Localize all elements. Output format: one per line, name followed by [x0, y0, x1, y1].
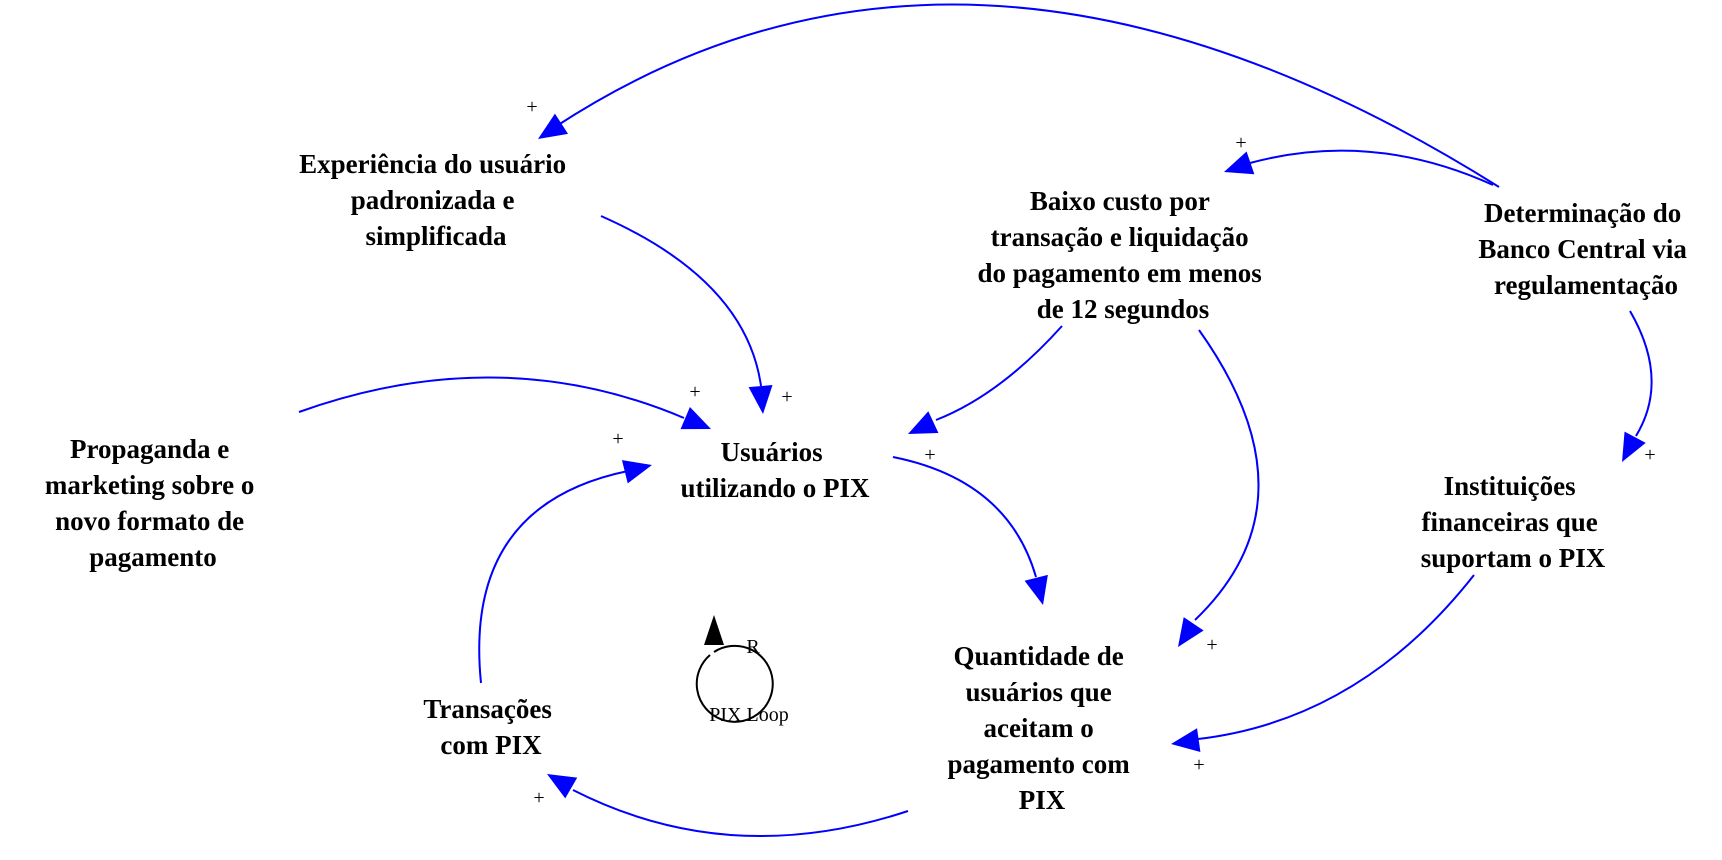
node-baixo-custo-line: de 12 segundos	[1037, 294, 1210, 324]
link-baixo-custo-quantidade[interactable]: +	[1168, 329, 1260, 656]
loop-type-label: R	[746, 636, 760, 658]
node-baixo-custo-line: Baixo custo por	[1030, 186, 1210, 216]
node-quantidade[interactable]: Quantidade de usuários que aceitam o pag…	[948, 641, 1137, 815]
node-determinacao[interactable]: Determinação do Banco Central via regula…	[1478, 198, 1693, 300]
polarity-label: +	[612, 428, 623, 450]
link-baixo-custo-usuarios[interactable]	[903, 325, 1063, 445]
link-quantidade-transacoes[interactable]: +	[533, 764, 909, 838]
node-transacoes-line: Transações	[423, 694, 552, 724]
loop-arrowhead-icon	[704, 615, 724, 645]
polarity-label: +	[1193, 754, 1204, 776]
link-propaganda-usuarios[interactable]: +	[298, 376, 716, 440]
link-experiencia-usuarios[interactable]: +	[600, 215, 793, 415]
node-baixo-custo-line: transação e liquidação	[991, 222, 1249, 252]
node-quantidade-line: Quantidade de	[953, 641, 1123, 671]
loop-arrow-icon	[695, 644, 774, 723]
node-instituicoes-line: suportam o PIX	[1421, 543, 1606, 573]
polarity-label: +	[689, 381, 700, 403]
node-baixo-custo-line: do pagamento em menos	[978, 258, 1262, 288]
polarity-label: +	[526, 96, 537, 118]
node-instituicoes-line: Instituições	[1444, 471, 1576, 501]
node-experiencia-line: padronizada e	[351, 185, 515, 215]
link-usuarios-quantidade[interactable]: +	[892, 444, 1055, 608]
node-instituicoes[interactable]: Instituições financeiras que suportam o …	[1421, 471, 1606, 573]
node-quantidade-line: PIX	[1019, 785, 1066, 815]
links: + + + + + +	[298, 3, 1656, 838]
polarity-label: +	[781, 386, 792, 408]
node-quantidade-line: pagamento com	[948, 749, 1131, 779]
node-usuarios-line: Usuários	[721, 437, 823, 467]
node-usuarios[interactable]: Usuários utilizando o PIX	[680, 437, 870, 503]
polarity-label: +	[533, 787, 544, 809]
node-propaganda-line: pagamento	[89, 542, 217, 572]
node-propaganda[interactable]: Propaganda e marketing sobre o novo form…	[45, 434, 261, 572]
loop-marker: R PIX Loop	[695, 615, 789, 726]
node-experiencia-line: simplificada	[365, 221, 507, 251]
node-propaganda-line: novo formato de	[55, 506, 244, 536]
link-instituicoes-quantidade[interactable]: +	[1169, 574, 1475, 776]
node-propaganda-line: Propaganda e	[70, 434, 229, 464]
node-instituicoes-line: financeiras que	[1421, 507, 1597, 537]
node-usuarios-line: utilizando o PIX	[680, 473, 870, 503]
node-experiencia[interactable]: Experiência do usuário padronizada e sim…	[299, 149, 573, 251]
loop-name-label: PIX Loop	[709, 704, 788, 726]
node-quantidade-line: usuários que	[965, 677, 1111, 707]
node-determinacao-line: Determinação do	[1484, 198, 1681, 228]
link-determinacao-instituicoes[interactable]: +	[1611, 310, 1656, 468]
link-transacoes-usuarios[interactable]: +	[478, 428, 655, 684]
link-determinacao-experiencia[interactable]: +	[526, 3, 1500, 188]
node-transacoes[interactable]: Transações com PIX	[423, 694, 558, 760]
polarity-label: +	[924, 444, 935, 466]
node-baixo-custo[interactable]: Baixo custo por transação e liquidação d…	[978, 186, 1269, 324]
polarity-label: +	[1235, 132, 1246, 154]
node-determinacao-line: regulamentação	[1494, 270, 1678, 300]
node-experiencia-line: Experiência do usuário	[299, 149, 566, 179]
node-propaganda-line: marketing sobre o	[45, 470, 255, 500]
polarity-label: +	[1206, 634, 1217, 656]
node-quantidade-line: aceitam o	[984, 713, 1094, 743]
node-transacoes-line: com PIX	[440, 730, 542, 760]
polarity-label: +	[1644, 444, 1655, 466]
node-determinacao-line: Banco Central via	[1478, 234, 1687, 264]
link-determinacao-baixo-custo[interactable]: +	[1220, 132, 1494, 186]
